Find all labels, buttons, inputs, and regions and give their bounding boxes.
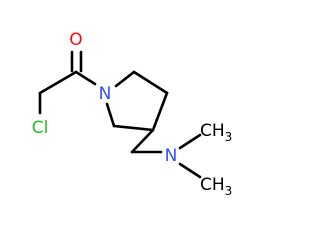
atom-labels: O N Cl N CH3 CH3 [32,30,233,198]
methyl-lower-label: CH3 [200,175,232,198]
amine-n-to-methyl-upper-bond [178,133,202,150]
amine-nitrogen-atom-label: N [165,146,178,166]
oxygen-atom-label: O [69,30,82,50]
methyl-lower-subscript: 3 [225,184,233,198]
methyl-upper-subscript: 3 [225,130,233,144]
amine-n-to-methyl-lower-bond [178,162,202,179]
chlorine-atom-label: Cl [32,118,49,138]
bonds [38,50,202,179]
ring-bond-c4-c5 [112,124,155,132]
ring-bond-n-c2 [114,70,136,88]
methyl-upper-label: CH3 [200,121,232,144]
carbonyl-to-ring-n-bond [74,70,97,86]
structural-formula-canvas: O N Cl N CH3 CH3 [32,30,233,198]
ring-to-ch2-bond [130,128,155,154]
carbonyl-to-ch2-bond [38,70,78,95]
ring-bond-c2-c3 [132,70,169,95]
ring-nitrogen-atom-label: N [99,84,112,104]
ring-bond-c3-c4 [151,91,169,132]
methyl-upper-symbol: CH [200,121,225,141]
methyl-lower-symbol: CH [200,175,225,195]
ring-bond-c5-n [105,102,116,128]
